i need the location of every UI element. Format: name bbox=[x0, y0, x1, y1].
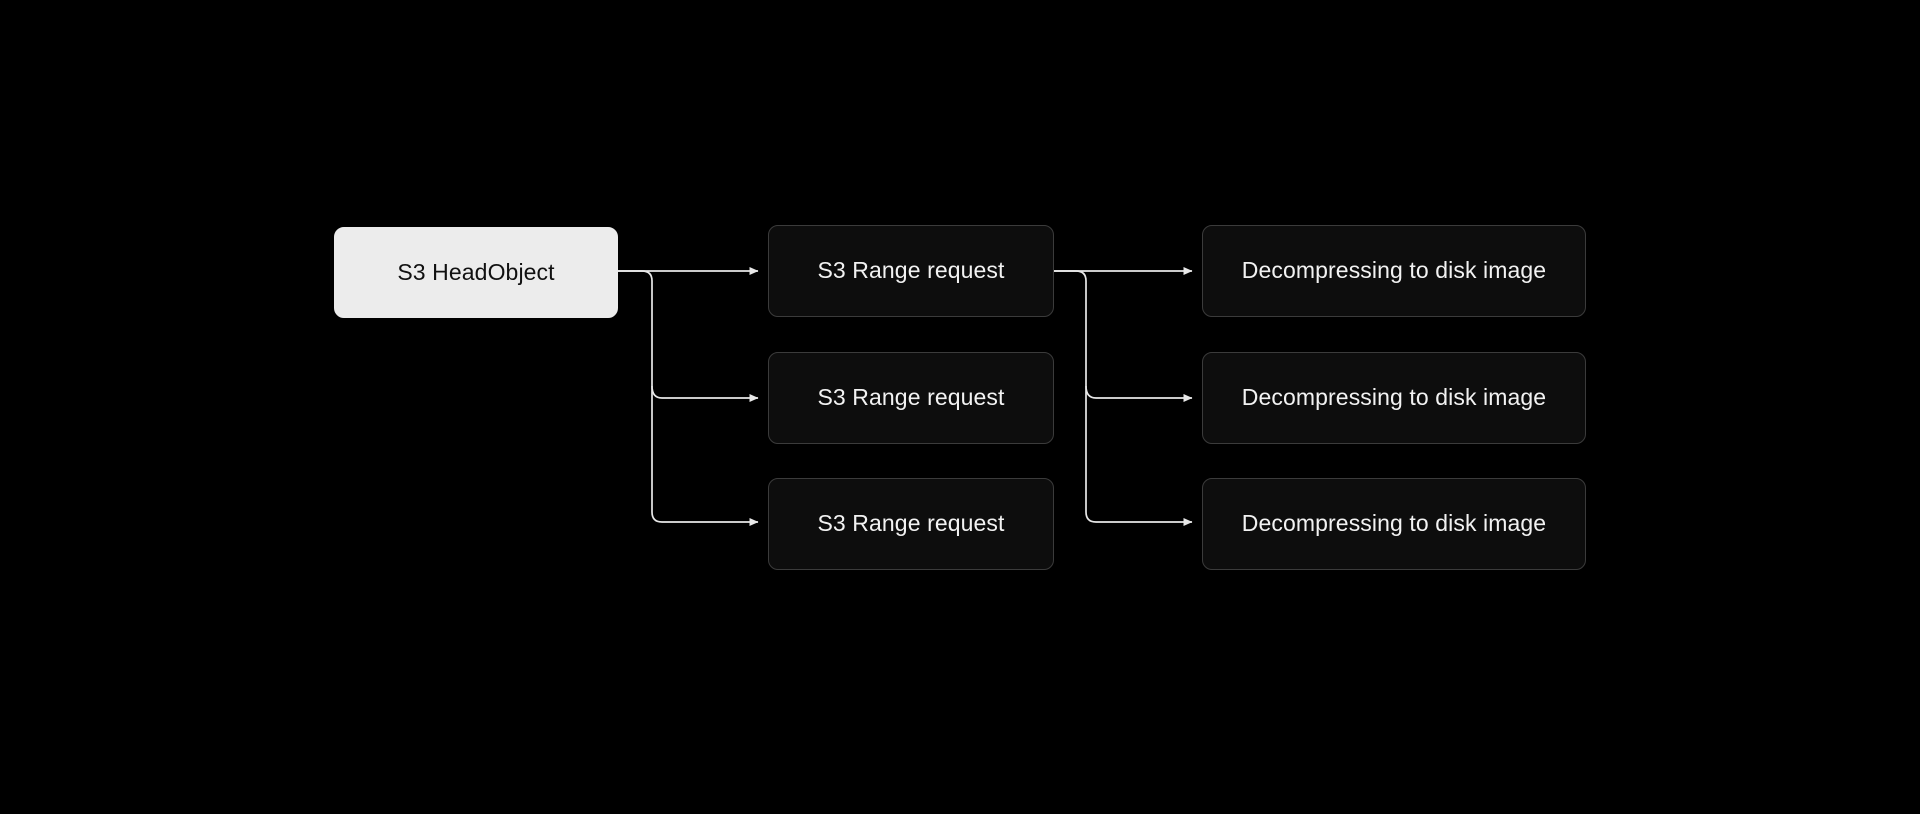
node-s3-range-request-3[interactable]: S3 Range request bbox=[768, 478, 1054, 570]
edge-head-to-range-2 bbox=[651, 385, 759, 402]
node-label: S3 HeadObject bbox=[397, 258, 555, 285]
node-s3-range-request-1[interactable]: S3 Range request bbox=[768, 225, 1054, 317]
node-s3-range-request-2[interactable]: S3 Range request bbox=[768, 352, 1054, 444]
node-label: Decompressing to disk image bbox=[1241, 257, 1547, 284]
node-decompressing-to-disk-image-2[interactable]: Decompressing to disk image bbox=[1202, 352, 1586, 444]
node-decompressing-to-disk-image-1[interactable]: Decompressing to disk image bbox=[1202, 225, 1586, 317]
node-label: S3 Range request bbox=[817, 257, 1005, 284]
edge-range-1-to-decompress-3 bbox=[1054, 270, 1193, 526]
node-s3-headobject[interactable]: S3 HeadObject bbox=[334, 227, 618, 318]
node-label: Decompressing to disk image bbox=[1241, 510, 1547, 537]
edge-head-to-range-3 bbox=[618, 270, 759, 526]
node-label: S3 Range request bbox=[817, 510, 1005, 537]
node-label: S3 Range request bbox=[817, 384, 1005, 411]
edge-range-1-to-decompress-2 bbox=[1085, 385, 1193, 402]
node-decompressing-to-disk-image-3[interactable]: Decompressing to disk image bbox=[1202, 478, 1586, 570]
node-label: Decompressing to disk image bbox=[1241, 384, 1547, 411]
